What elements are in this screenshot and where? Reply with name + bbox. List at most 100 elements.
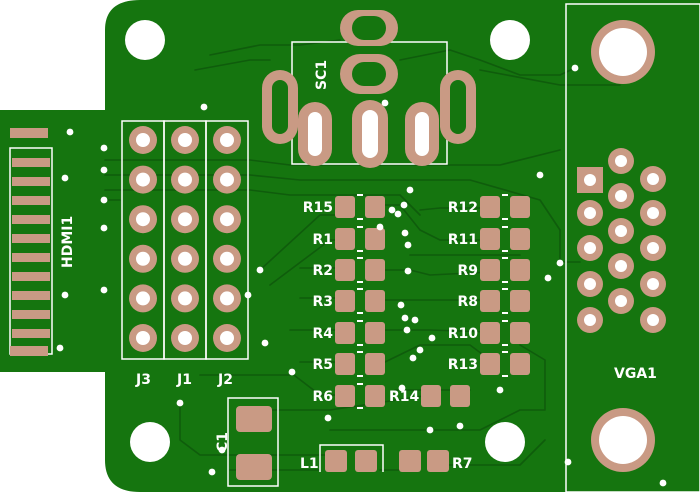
via: [100, 196, 108, 204]
via: [324, 414, 332, 422]
header-pin-hole: [178, 172, 192, 187]
resistor-pad: [365, 353, 385, 375]
via: [218, 446, 226, 454]
via: [397, 301, 405, 309]
via: [56, 344, 64, 352]
label-r14: R14: [389, 389, 420, 405]
via: [404, 241, 412, 249]
resistor-silk: [357, 281, 363, 283]
via: [100, 166, 108, 174]
label-vga1: VGA1: [614, 366, 657, 382]
vga-pin-hole: [647, 173, 659, 185]
via: [659, 479, 667, 487]
via: [388, 206, 396, 214]
via: [401, 314, 409, 322]
via: [564, 458, 572, 466]
resistor-pad: [335, 353, 355, 375]
hdmi-pad: [12, 196, 50, 205]
label-resistor-right: R8: [457, 294, 478, 310]
resistor-silk: [357, 407, 363, 409]
resistor-silk: [502, 375, 508, 377]
via: [288, 368, 296, 376]
vga-pin-hole: [615, 295, 627, 307]
hdmi-pad: [12, 310, 50, 319]
via: [256, 266, 264, 274]
via: [409, 354, 417, 362]
label-resistor-left: R5: [312, 357, 333, 373]
resistor-pad: [365, 290, 385, 312]
label-r7: R7: [452, 456, 473, 472]
label-j1: J1: [176, 372, 192, 388]
resistor-silk: [502, 344, 508, 346]
via: [426, 426, 434, 434]
header-pin-hole: [178, 331, 192, 345]
label-resistor-left: R6: [312, 389, 333, 405]
label-resistor-right: R11: [448, 232, 478, 248]
resistor-pad: [480, 290, 500, 312]
via: [403, 326, 411, 334]
r7-resistor: [399, 450, 449, 472]
vga-pin-hole: [584, 278, 596, 290]
label-c1: C1: [215, 432, 231, 452]
via: [398, 384, 406, 392]
resistor-pad: [510, 228, 530, 250]
via: [176, 399, 184, 407]
vga-connector: [565, 3, 700, 492]
vga-pin-hole: [615, 190, 627, 202]
header-pin-hole: [136, 212, 150, 227]
hdmi-pad: [12, 177, 50, 186]
via: [411, 316, 419, 324]
resistor-pad: [335, 385, 355, 407]
resistor-silk: [502, 288, 508, 290]
header-pin-hole: [178, 133, 192, 147]
mounting-holes: [125, 20, 530, 462]
resistor-pad: [365, 385, 385, 407]
c1-capacitor: [227, 397, 279, 487]
label-resistor-left: R4: [312, 326, 333, 342]
via: [571, 64, 579, 72]
via: [66, 128, 74, 136]
vga-pin-hole: [647, 242, 659, 254]
hdmi-pad: [12, 215, 50, 224]
vga-pin-hole: [647, 314, 659, 326]
hdmi-pad: [12, 291, 50, 300]
hdmi-pad: [12, 329, 50, 338]
via: [100, 286, 108, 294]
resistor-pad: [365, 228, 385, 250]
via: [200, 103, 208, 111]
vga-pin-hole: [647, 207, 659, 219]
vias: [56, 64, 667, 487]
resistor-silk: [502, 281, 508, 283]
hdmi-connector: [9, 128, 53, 356]
header-pin-hole: [220, 331, 234, 345]
via: [428, 334, 436, 342]
resistor-silk: [502, 226, 508, 228]
via: [61, 174, 69, 182]
via: [100, 224, 108, 232]
header-pin-hole: [136, 172, 150, 187]
hdmi-pad: [12, 234, 50, 243]
resistor-pad: [335, 290, 355, 312]
resistor-silk: [357, 351, 363, 353]
header-pin-hole: [136, 291, 150, 306]
resistor-pad: [335, 228, 355, 250]
resistor-pad: [335, 322, 355, 344]
label-resistor-right: R9: [457, 263, 478, 279]
label-resistor-right: R10: [448, 326, 479, 342]
resistor-pad: [365, 196, 385, 218]
header-pin-hole: [178, 251, 192, 266]
via: [381, 99, 389, 107]
resistor-pad: [510, 259, 530, 281]
via: [536, 171, 544, 179]
label-hdmi1: HDMI1: [60, 216, 76, 268]
resistor-silk: [357, 375, 363, 377]
resistor-silk: [357, 288, 363, 290]
via: [376, 223, 384, 231]
resistor-pad: [365, 259, 385, 281]
label-l1: L1: [300, 456, 319, 472]
vga-pin-hole: [615, 155, 627, 167]
resistor-pad: [335, 196, 355, 218]
label-resistor-left: R1: [312, 232, 333, 248]
resistor-silk: [357, 250, 363, 252]
